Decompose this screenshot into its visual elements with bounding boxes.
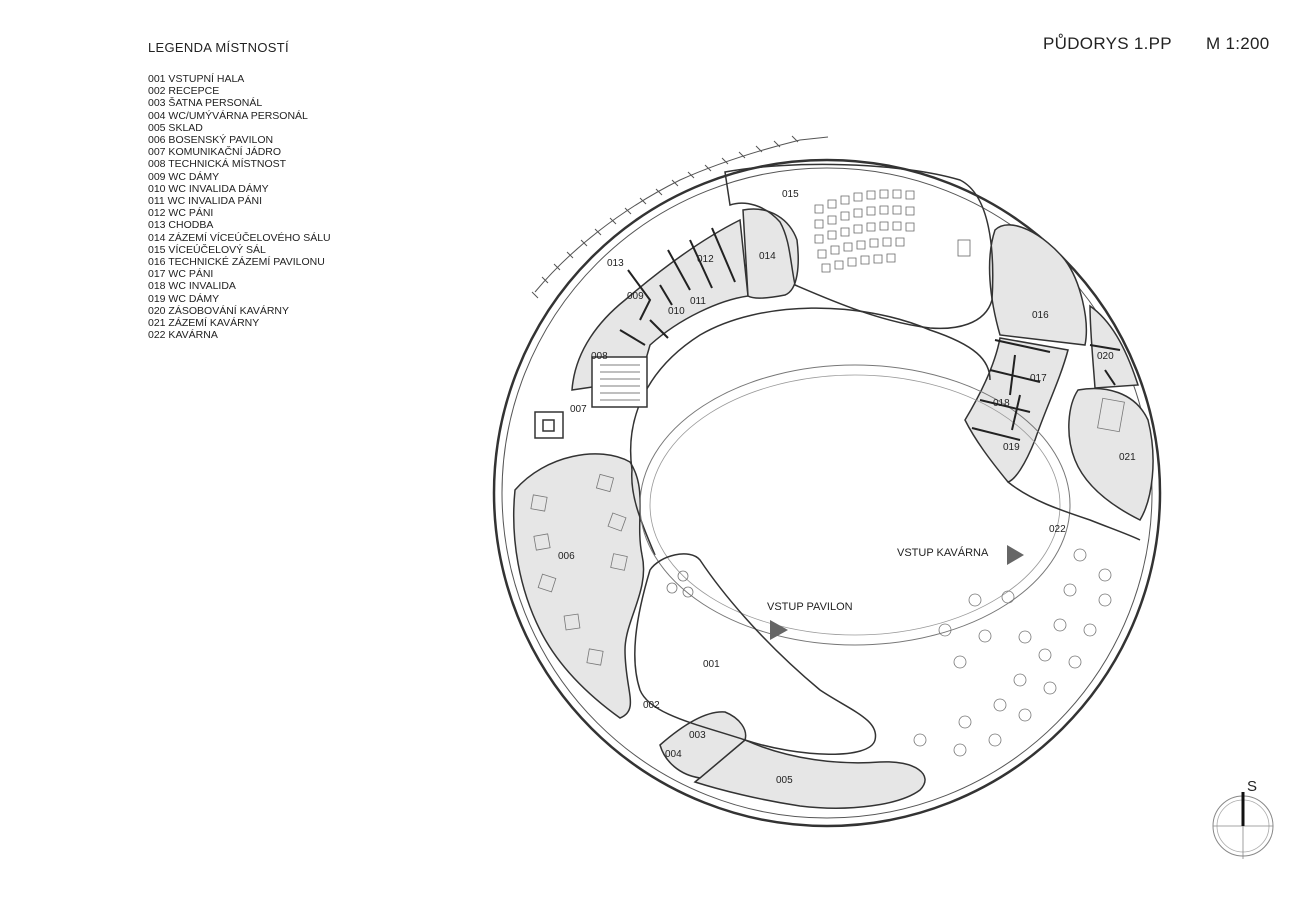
hall-seating [814, 189, 971, 273]
legend-item: 019 WC DÁMY [148, 292, 220, 305]
room-label-013: 013 [607, 258, 624, 269]
room-label-001: 001 [703, 659, 720, 670]
entrance-markers [770, 545, 1024, 640]
entrance-arrow-cafe [1007, 545, 1024, 565]
legend-item: 022 KAVÁRNA [148, 329, 218, 342]
room-label-022: 022 [1049, 524, 1066, 535]
entrance-label-cafe: VSTUP KAVÁRNA [897, 546, 989, 559]
entrance-arrow-pavilion [770, 620, 788, 640]
room-outlines [534, 163, 1141, 755]
legend-item: 018 WC INVALIDA [148, 280, 236, 293]
north-letter: S [1247, 778, 1257, 795]
room-label-014: 014 [759, 251, 776, 262]
legend-item: 005 SKLAD [148, 121, 203, 134]
north-arrow: S [1212, 778, 1274, 859]
room-label-011: 011 [690, 296, 706, 307]
legend-item: 014 ZÁZEMÍ VÍCEÚČELOVÉHO SÁLU [148, 231, 331, 244]
room-label-015: 015 [782, 189, 799, 200]
legend-item: 006 BOSENSKÝ PAVILON [148, 134, 274, 147]
cafe-tables [666, 548, 1112, 757]
room-label-012: 012 [697, 254, 714, 265]
legend-item: 016 TECHNICKÉ ZÁZEMÍ PAVILONU [148, 256, 325, 269]
terrain-edge [531, 135, 829, 299]
room-label-019: 019 [1003, 442, 1020, 453]
legend-list: 001 VSTUPNÍ HALA 002 RECEPCE 003 ŠATNA P… [148, 73, 331, 341]
room-label-021: 021 [1119, 452, 1136, 463]
room-label-008: 008 [591, 351, 608, 362]
exhibit-boxes [530, 397, 1125, 666]
room-label-005: 005 [776, 775, 793, 786]
legend-item: 002 RECEPCE [148, 85, 220, 98]
entrance-label-pavilion: VSTUP PAVILON [767, 601, 853, 613]
sheet-scale: M 1:200 [1206, 34, 1270, 53]
room-legend: LEGENDA MÍSTNOSTÍ 001 VSTUPNÍ HALA 002 R… [148, 40, 331, 341]
room-labels: 001 002 003 004 005 006 007 008 009 010 … [558, 189, 1136, 786]
outer-wall [492, 158, 1162, 828]
wc-partitions [619, 227, 1121, 441]
legend-item: 001 VSTUPNÍ HALA [148, 73, 245, 85]
legend-item: 008 TECHNICKÁ MÍSTNOST [148, 158, 287, 171]
legend-item: 007 KOMUNIKAČNÍ JÁDRO [148, 146, 282, 159]
legend-title: LEGENDA MÍSTNOSTÍ [148, 40, 289, 55]
legend-item: 017 WC PÁNI [148, 268, 214, 281]
room-label-017: 017 [1030, 373, 1047, 384]
room-label-016: 016 [1032, 310, 1049, 321]
legend-item: 020 ZÁSOBOVÁNÍ KAVÁRNY [148, 304, 290, 317]
legend-item: 004 WC/UMÝVÁRNA PERSONÁL [148, 109, 308, 122]
sheet-title: PŮDORYS 1.PP [1043, 34, 1172, 53]
legend-item: 015 VÍCEÚČELOVÝ SÁL [148, 243, 266, 256]
room-label-004: 004 [665, 749, 682, 760]
room-label-002: 002 [643, 700, 660, 711]
legend-item: 003 ŠATNA PERSONÁL [148, 97, 263, 110]
room-label-018: 018 [993, 398, 1010, 409]
room-label-009: 009 [627, 291, 644, 302]
legend-item: 009 WC DÁMY [148, 170, 220, 183]
room-label-006: 006 [558, 551, 575, 562]
room-label-003: 003 [689, 730, 706, 741]
legend-item: 010 WC INVALIDA DÁMY [148, 182, 269, 195]
legend-item: 011 WC INVALIDA PÁNI [148, 195, 262, 208]
room-label-007: 007 [570, 404, 587, 415]
legend-item: 013 CHODBA [148, 219, 214, 232]
legend-item: 012 WC PÁNI [148, 207, 214, 220]
room-label-010: 010 [668, 306, 685, 317]
legend-item: 021 ZÁZEMÍ KAVÁRNY [148, 317, 260, 330]
room-label-020: 020 [1097, 351, 1114, 362]
